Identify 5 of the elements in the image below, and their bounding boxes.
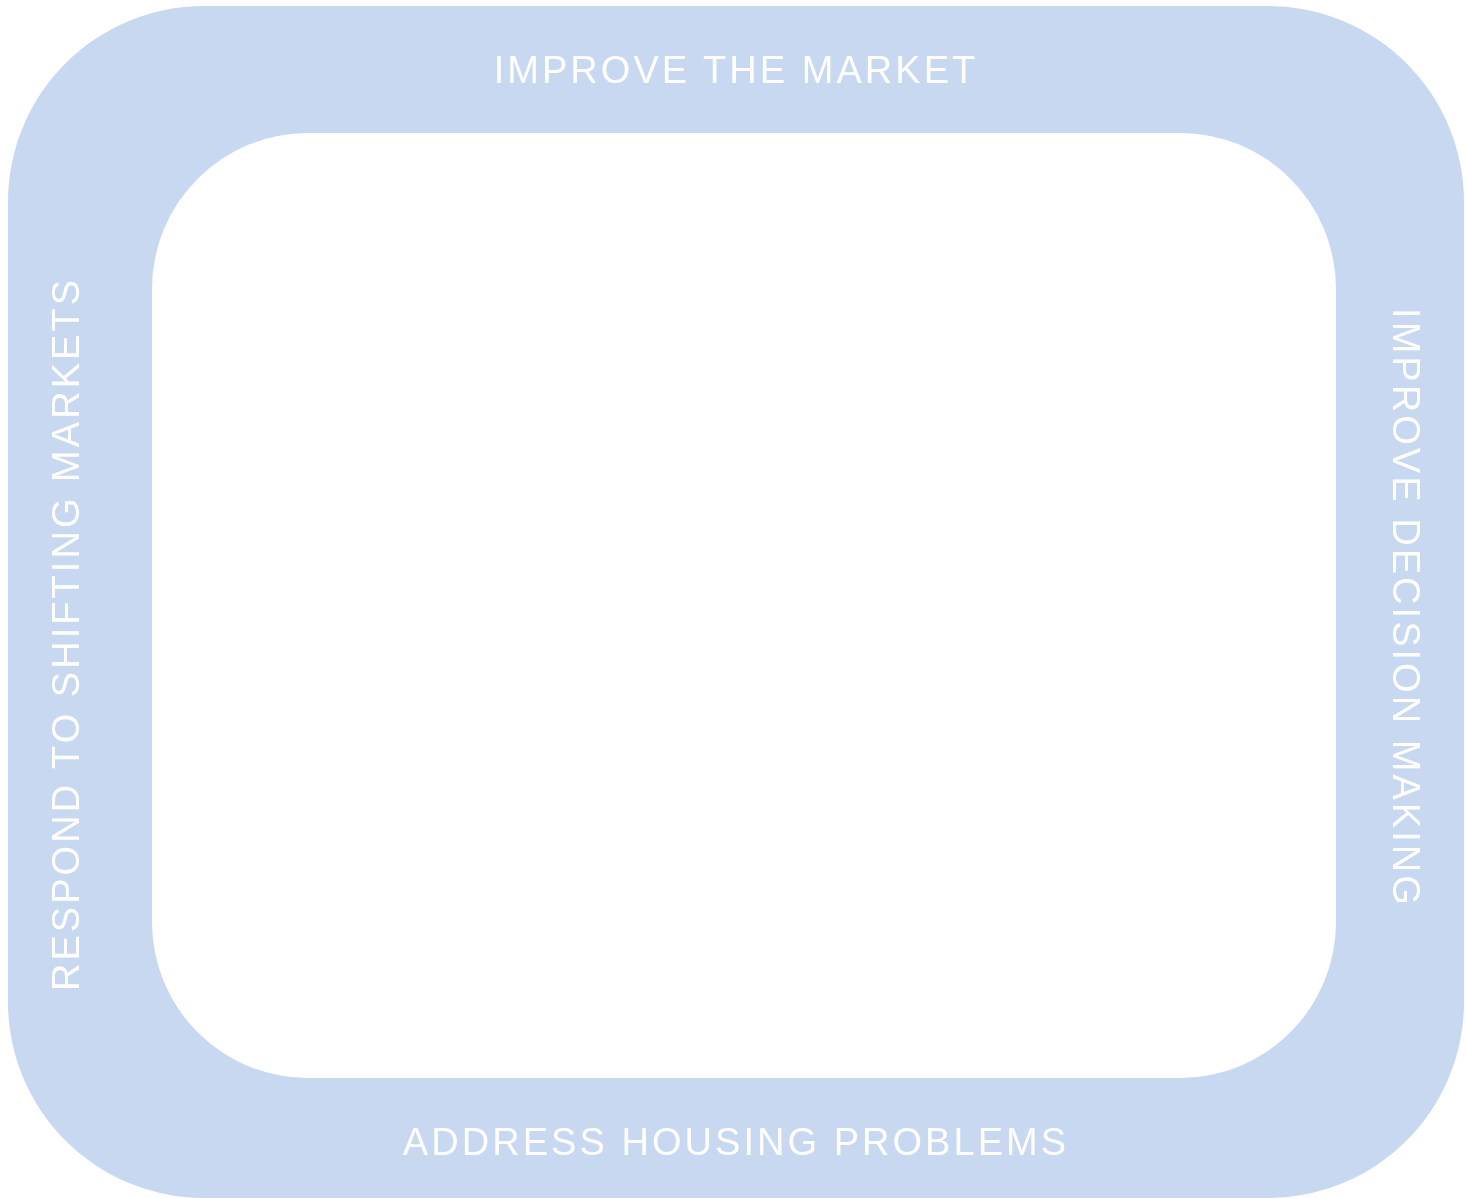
band-label: ADDRESS HOUSING PROBLEMS: [402, 1123, 1070, 1161]
band-label: RESPOND TO SHIFTING MARKETS: [47, 276, 85, 992]
band-label: IMPROVE THE MARKET: [493, 51, 979, 89]
band-label: IMPROVE DECISION MAKING: [1387, 308, 1425, 908]
rounded-ring-band: [8, 6, 1464, 1198]
